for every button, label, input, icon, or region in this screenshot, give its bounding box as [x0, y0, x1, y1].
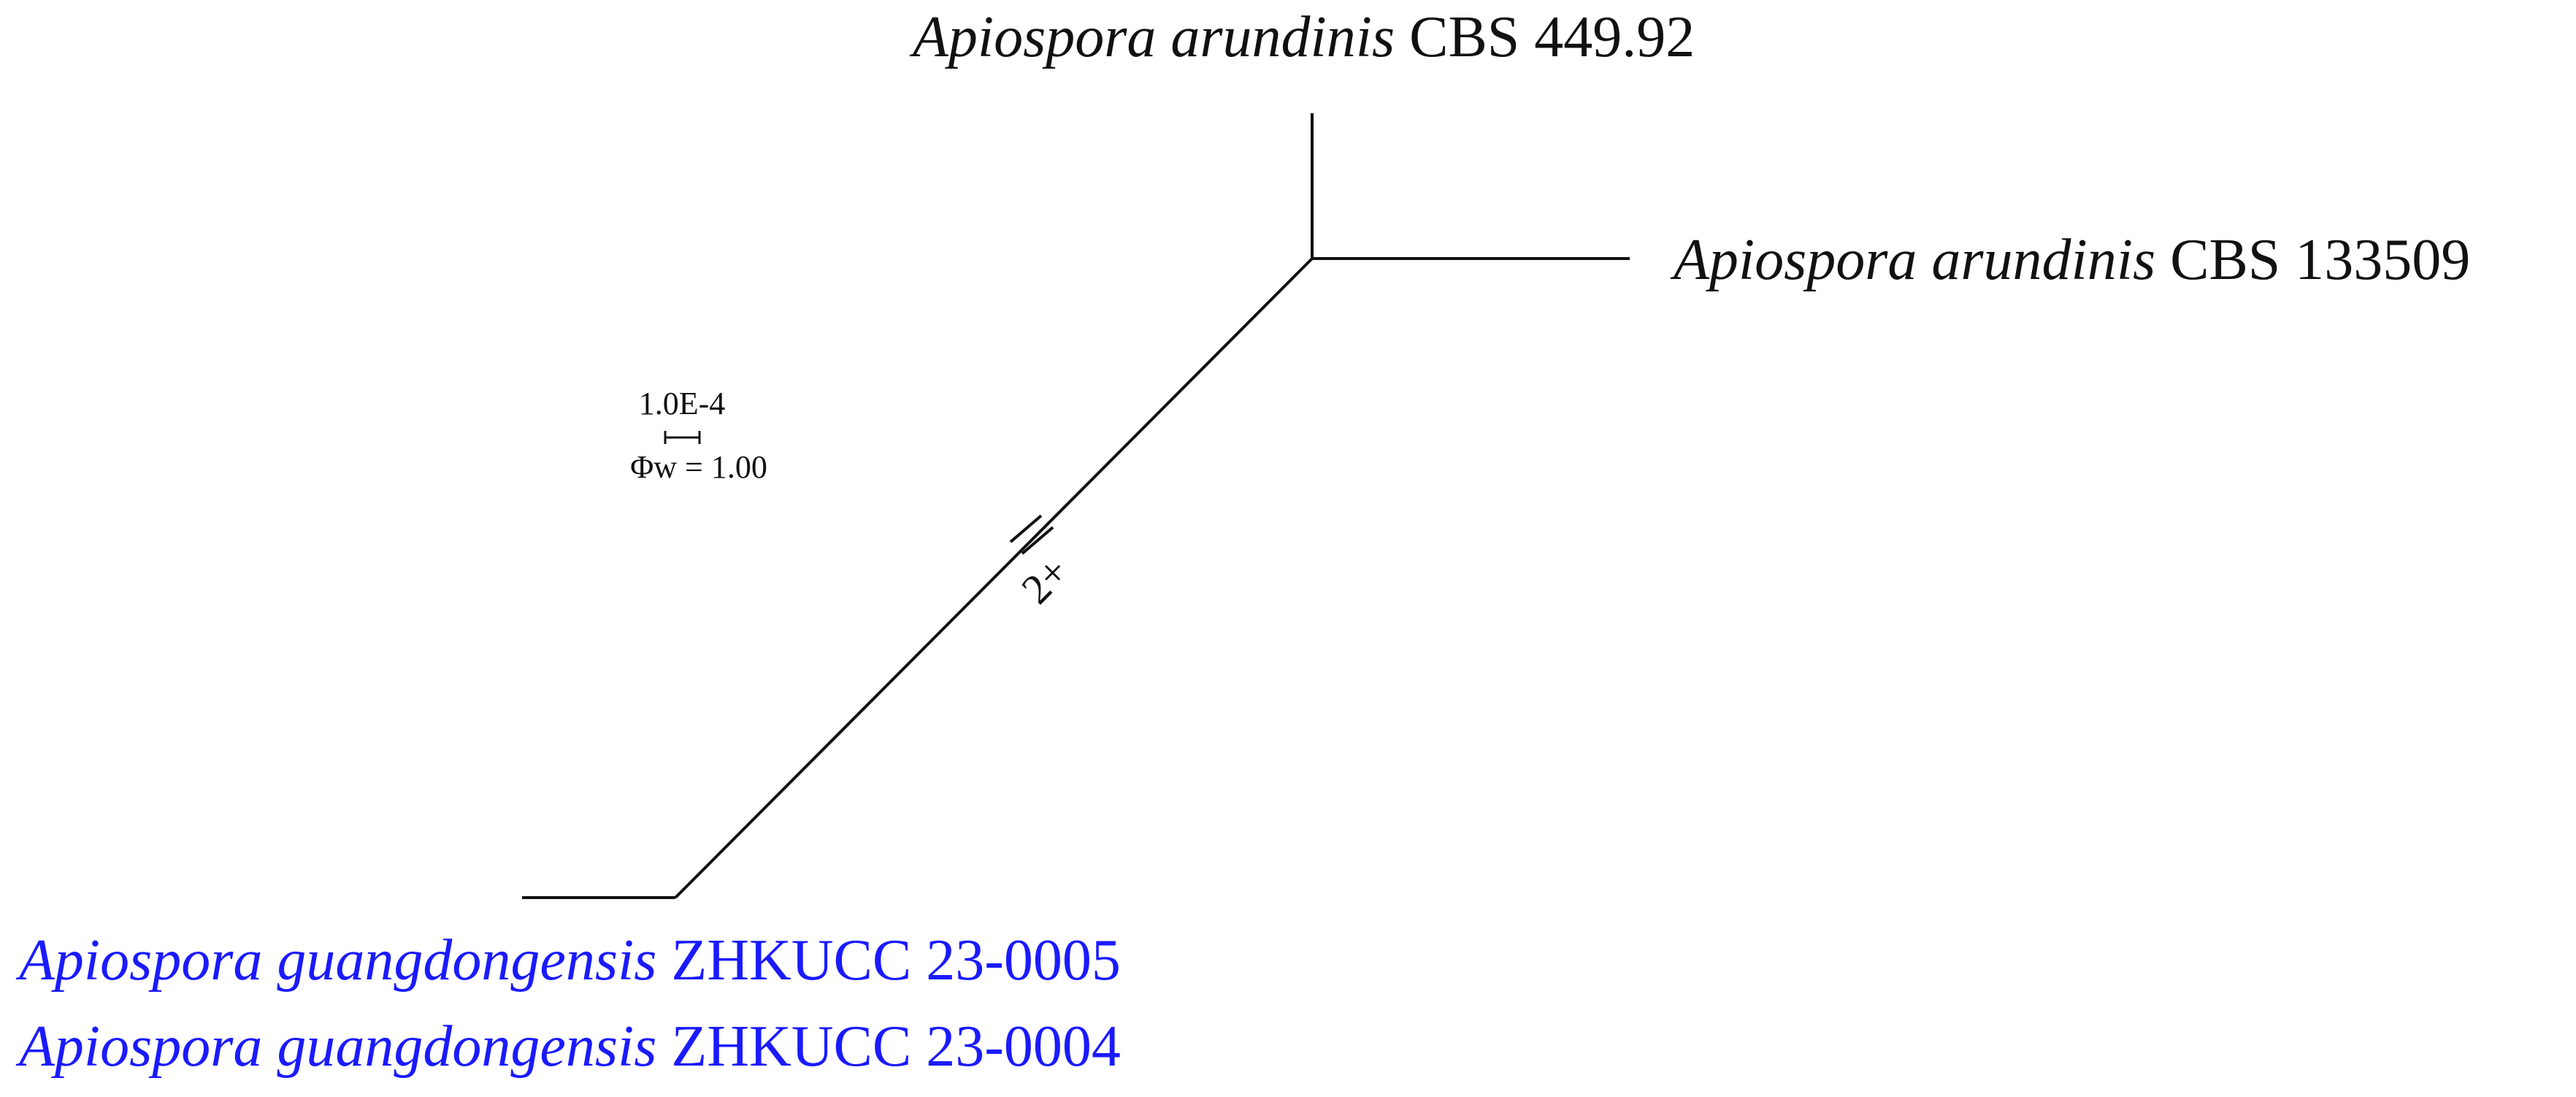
taxon-label-zhkucc-23-0004: Apiospora guangdongensis ZHKUCC 23-0004 — [15, 1014, 1121, 1079]
taxon-label-cbs-449-92: Apiospora arundinis CBS 449.92 — [909, 5, 1695, 69]
taxon-label-zhkucc-23-0005: Apiospora guangdongensis ZHKUCC 23-0005 — [15, 928, 1121, 993]
scale-bar-value: 1.0E-4 — [639, 386, 726, 421]
scale-bar — [664, 431, 701, 444]
branch-break-marker — [1009, 514, 1054, 555]
taxon-label-cbs-133509: Apiospora arundinis CBS 133509 — [1670, 228, 2470, 292]
phi-w-statistic: Φw = 1.00 — [630, 449, 767, 485]
long-diagonal-branch — [674, 257, 1314, 899]
branch-break-label: 2+ — [1012, 547, 1078, 613]
